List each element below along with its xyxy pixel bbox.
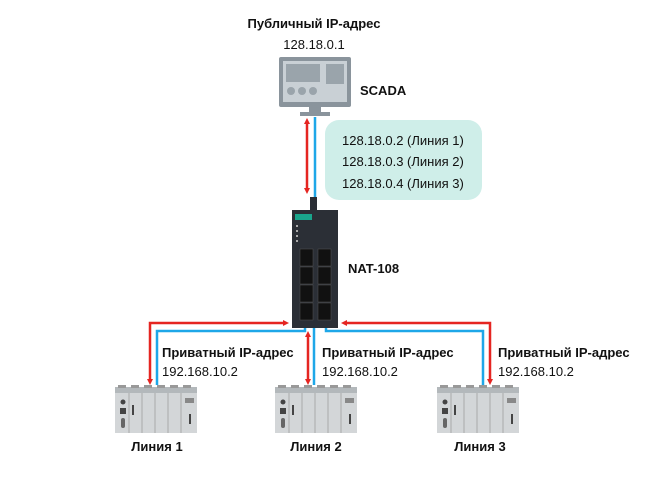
public-ip-label: Публичный IP-адрес (247, 16, 381, 31)
line3-ip: 192.168.10.2 (498, 364, 574, 379)
line2-private-label: Приватный IP-адрес (322, 345, 454, 360)
line1-ip: 192.168.10.2 (162, 364, 238, 379)
plc-icon-3 (437, 385, 519, 433)
public-ip-value: 128.18.0.1 (283, 37, 345, 52)
line3-name: Линия 3 (454, 439, 506, 454)
nat-108-switch-icon (292, 210, 338, 328)
switch-label: NAT-108 (348, 261, 400, 276)
mapping-1: 128.18.0.2 (Линия 1) (342, 133, 464, 148)
mapping-3: 128.18.0.4 (Линия 3) (342, 176, 464, 191)
mapping-bubble: 128.18.0.2 (Линия 1) 128.18.0.3 (Линия 2… (325, 120, 482, 200)
line2-ip: 192.168.10.2 (322, 364, 398, 379)
plc-icon-2 (275, 385, 357, 433)
scada-monitor-icon (279, 57, 351, 116)
line1-name: Линия 1 (131, 439, 183, 454)
line3-private-label: Приватный IP-адрес (498, 345, 630, 360)
line2-name: Линия 2 (290, 439, 342, 454)
plc-icon-1 (115, 385, 197, 433)
mapping-2: 128.18.0.3 (Линия 2) (342, 154, 464, 169)
scada-label: SCADA (360, 83, 407, 98)
line1-private-label: Приватный IP-адрес (162, 345, 294, 360)
